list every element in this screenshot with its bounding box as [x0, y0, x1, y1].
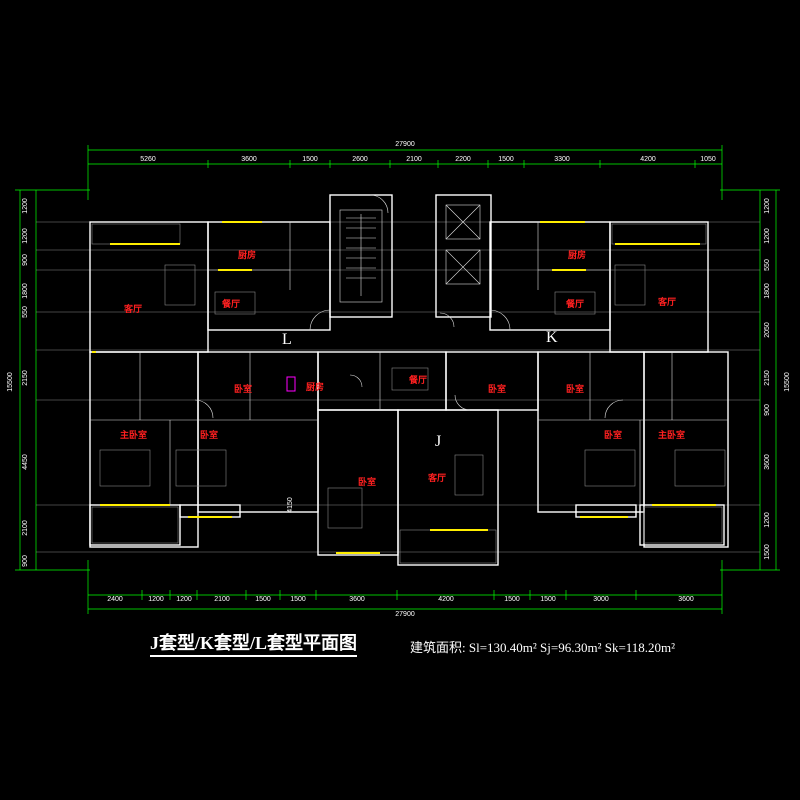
room-bed-k2: 卧室	[604, 429, 622, 441]
room-living-j: 客厅	[427, 472, 446, 484]
dim-top-segment: 4200	[640, 156, 656, 163]
dim-right-segment: 1500	[764, 544, 771, 560]
dim-right-segment: 1800	[764, 283, 771, 299]
dim-left-segment: 2100	[22, 520, 29, 536]
dim-top-segment: 2100	[406, 156, 422, 163]
dim-top-segment: 1500	[498, 156, 514, 163]
dim-right-segment: 900	[764, 404, 771, 416]
unit-label-l: L	[282, 331, 292, 348]
room-dining-l: 餐厅	[221, 298, 240, 310]
dim-bottom-segment: 1500	[540, 596, 556, 603]
dim-left-segment: 550	[22, 306, 29, 318]
dim-top-segment: 2200	[455, 156, 471, 163]
dim-right-segment: 1200	[764, 198, 771, 214]
dim-right-segment: 1200	[764, 228, 771, 244]
dim-bottom-segment: 4200	[438, 596, 454, 603]
dim-bottom-total: 27900	[395, 611, 415, 618]
dim-top-segment: 3300	[554, 156, 570, 163]
dim-bottom-segment: 1200	[148, 596, 164, 603]
dim-bottom-segment: 1500	[255, 596, 271, 603]
drawing-title: J套型/K套型/L套型平面图	[150, 632, 358, 657]
dim-top-segment: 2600	[352, 156, 368, 163]
dim-left-total: 15500	[7, 372, 14, 392]
dim-bottom-segment: 1200	[176, 596, 192, 603]
dim-bottom-segment: 1500	[290, 596, 306, 603]
dim-left-segment: 900	[22, 254, 29, 266]
room-dining-j: 餐厅	[408, 374, 427, 386]
building-walls	[89, 194, 729, 566]
room-bed-j2: 卧室	[358, 476, 376, 488]
dim-top-segment: 5260	[140, 156, 156, 163]
dim-left-segment: 1800	[22, 283, 29, 299]
dim-bottom-segment: 2400	[107, 596, 123, 603]
dim-left-segment: 1200	[22, 228, 29, 244]
dim-top-segment: 1050	[700, 156, 716, 163]
dim-bottom-segment: 2100	[214, 596, 230, 603]
dim-mid-vertical: 4150	[287, 497, 294, 513]
dimension-texts: 27900 5260 3600 1500 2600 2100 2200 1500 3300 420…	[7, 141, 791, 618]
dimension-lines	[15, 145, 780, 614]
room-kitchen-l: 厨房	[238, 249, 256, 261]
room-kitchen-k: 厨房	[568, 249, 586, 261]
dim-left-segment: 2150	[22, 370, 29, 386]
room-labels: 厨房 餐厅 客厅 主卧室 卧室 卧室 厨房 餐厅 卧室 卧室 客厅 厨房 餐厅 …	[120, 249, 685, 488]
dim-bottom-segment: 3600	[349, 596, 365, 603]
dim-right-segment: 3600	[764, 454, 771, 470]
room-living-l: 客厅	[123, 303, 142, 315]
dim-left-segment: 1200	[22, 198, 29, 214]
area-summary: 建筑面积: Sl=130.40m² Sj=96.30m² Sk=118.20m²	[410, 640, 676, 655]
dim-top-segment: 3600	[241, 156, 257, 163]
dim-bottom-segment: 1500	[504, 596, 520, 603]
dim-left-segment: 900	[22, 555, 29, 567]
dim-right-segment: 2150	[764, 370, 771, 386]
room-bed-j1: 卧室	[488, 383, 506, 395]
dim-right-segment: 1200	[764, 512, 771, 528]
room-bed-k1: 卧室	[566, 383, 584, 395]
dim-top-segment: 1500	[302, 156, 318, 163]
dim-left-segment: 4450	[22, 454, 29, 470]
room-kitchen-j: 厨房	[306, 381, 324, 393]
room-bed-l2: 卧室	[234, 383, 252, 395]
room-dining-k: 餐厅	[565, 298, 584, 310]
room-master-k: 主卧室	[658, 429, 685, 441]
room-bed-l1: 卧室	[200, 429, 218, 441]
dim-right-segment: 2050	[764, 322, 771, 338]
dim-top-total: 27900	[395, 141, 415, 148]
dim-right-total: 15500	[784, 372, 791, 392]
dim-bottom-segment: 3600	[678, 596, 694, 603]
unit-label-j: J	[435, 433, 441, 450]
room-master-l: 主卧室	[120, 429, 147, 441]
unit-label-k: K	[546, 329, 558, 346]
dim-right-segment: 550	[764, 259, 771, 271]
dim-bottom-segment: 3000	[593, 596, 609, 603]
room-living-k: 客厅	[657, 296, 676, 308]
